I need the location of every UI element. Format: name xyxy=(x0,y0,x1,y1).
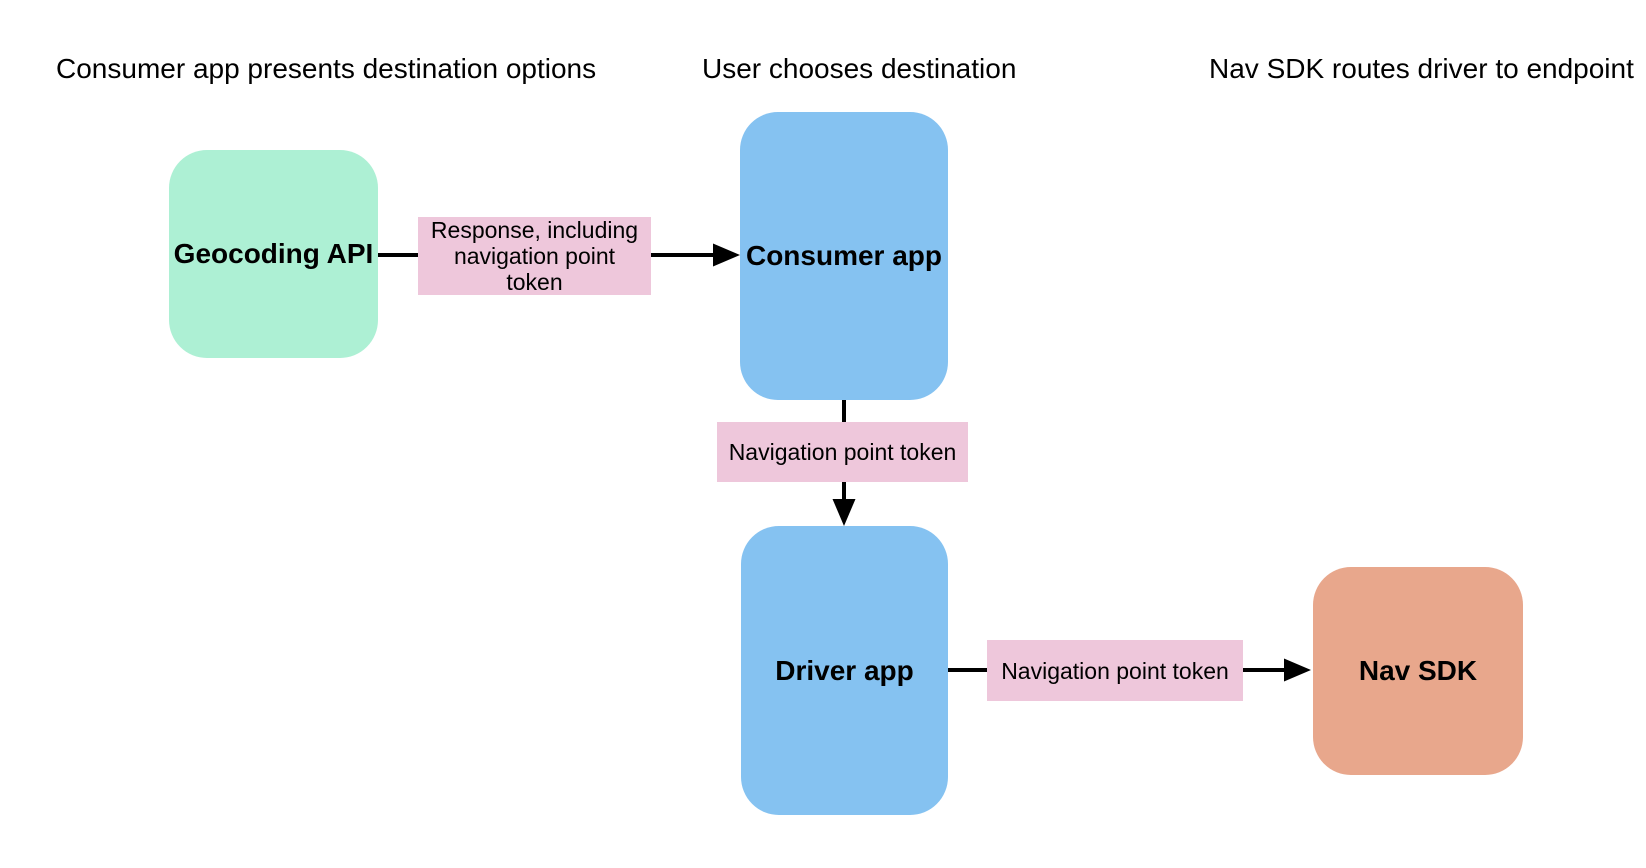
lane-title-consumer-presents: Consumer app presents destination option… xyxy=(56,53,597,84)
node-geocoding-api-label: Geocoding API xyxy=(173,238,374,269)
node-nav-sdk: Nav SDK xyxy=(1313,567,1523,775)
lane-title-navsdk-routes: Nav SDK routes driver to endpoint xyxy=(1209,53,1634,84)
edge-label-navigation-point-token-right: Navigation point token xyxy=(987,640,1243,701)
node-driver-app-label: Driver app xyxy=(775,654,914,686)
node-nav-sdk-label: Nav SDK xyxy=(1358,655,1478,686)
edge-label-response-including-token: Response, including navigation point tok… xyxy=(418,217,651,295)
node-driver-app: Driver app xyxy=(741,526,948,815)
node-consumer-app-label: Consumer app xyxy=(745,240,943,271)
node-consumer-app: Consumer app xyxy=(740,112,948,400)
node-geocoding-api: Geocoding API xyxy=(169,150,378,358)
edge-label-navigation-point-token-middle: Navigation point token xyxy=(717,422,968,482)
arrowhead-geocoding-to-consumer-icon xyxy=(713,243,740,267)
arrowhead-consumer-to-driver-icon xyxy=(832,499,856,526)
lane-title-user-chooses: User chooses destination xyxy=(702,53,1017,84)
arrowhead-driver-to-navsdk-icon xyxy=(1284,658,1311,682)
